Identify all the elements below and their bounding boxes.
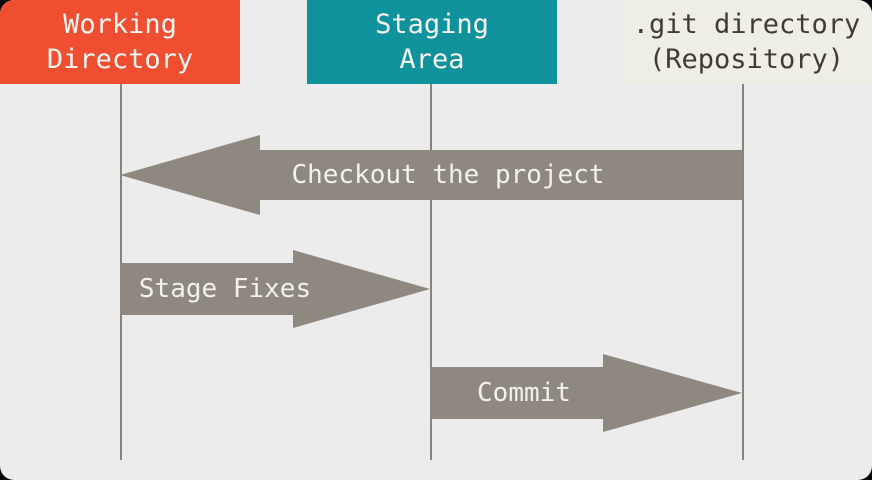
working-directory-label-line1: Working <box>63 9 177 40</box>
arrow-head-right-icon <box>603 354 742 432</box>
checkout-arrow-body <box>258 150 743 200</box>
git-directory-lifeline <box>741 84 744 460</box>
commit-arrow-body <box>430 367 605 419</box>
git-directory-label-line2: (Repository) <box>648 44 845 75</box>
stage-fixes-arrow-label: Stage Fixes <box>138 274 312 304</box>
stage-fixes-arrow-body <box>120 263 296 315</box>
working-directory-box: Working Directory <box>0 0 240 84</box>
git-directory-label-line1: .git directory <box>632 9 861 40</box>
git-directory-box: .git directory (Repository) <box>621 0 872 84</box>
staging-area-label-line2: Area <box>399 44 465 75</box>
staging-area-box: Staging Area <box>307 0 557 84</box>
checkout-arrow-label: Checkout the project <box>291 160 605 190</box>
working-directory-label-line2: Directory <box>46 44 194 75</box>
commit-arrow-label: Commit <box>477 378 571 408</box>
arrow-head-left-icon <box>120 135 260 215</box>
staging-area-lifeline <box>429 84 432 460</box>
staging-area-label-line1: Staging <box>375 9 489 40</box>
